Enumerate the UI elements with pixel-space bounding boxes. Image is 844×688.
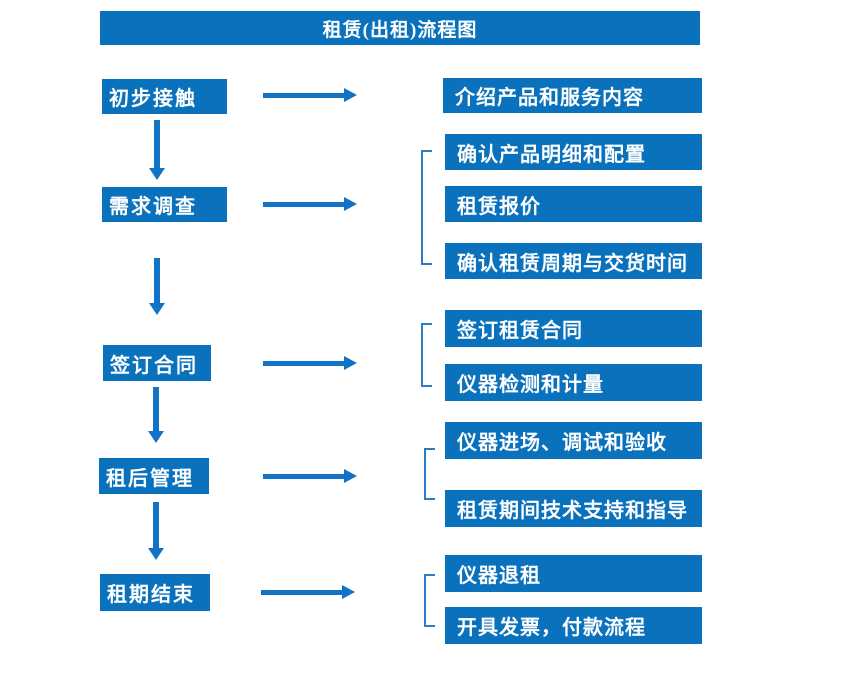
step-label: 签订合同	[110, 354, 198, 377]
arrow-head	[148, 548, 164, 560]
detail-label: 仪器进场、调试和验收	[457, 432, 667, 454]
arrow-head	[148, 431, 164, 443]
down-arrow-1	[149, 120, 165, 180]
detail-box-introduce-products: 介绍产品和服务内容	[443, 78, 702, 113]
arrow-stem	[153, 502, 159, 549]
arrow-stem	[263, 361, 346, 366]
step-box-rental-end: 租期结束	[100, 574, 210, 611]
group-bracket-sign-contract	[421, 323, 432, 387]
step-label: 需求调查	[109, 196, 197, 218]
detail-box-technical-support: 租赁期间技术支持和指导	[445, 490, 702, 527]
arrow-head	[342, 585, 355, 599]
detail-box-instrument-return: 仪器退租	[445, 555, 702, 592]
detail-label: 确认租赁周期与交货时间	[457, 252, 688, 275]
detail-label: 介绍产品和服务内容	[455, 87, 644, 109]
down-arrow-4	[148, 502, 164, 560]
detail-label: 开具发票，付款流程	[457, 617, 646, 639]
right-arrow-3	[263, 356, 357, 370]
detail-label: 确认产品明细和配置	[457, 143, 646, 166]
down-arrow-3	[148, 387, 164, 443]
arrow-head	[344, 197, 357, 211]
down-arrow-2	[149, 258, 165, 315]
right-arrow-2	[263, 197, 357, 211]
step-box-demand-survey: 需求调查	[102, 187, 227, 222]
detail-box-rental-quote: 租赁报价	[445, 186, 702, 222]
arrow-stem	[263, 474, 346, 479]
step-label: 初步接触	[109, 88, 197, 110]
detail-box-instrument-entry: 仪器进场、调试和验收	[445, 422, 702, 459]
arrow-stem	[154, 258, 160, 304]
step-label: 租期结束	[107, 584, 195, 606]
group-bracket-post-rental	[424, 448, 435, 500]
detail-label: 租赁期间技术支持和指导	[457, 500, 688, 522]
arrow-head	[149, 303, 165, 315]
group-bracket-rental-end	[424, 574, 435, 627]
detail-box-sign-rental-contract: 签订租赁合同	[445, 310, 702, 347]
arrow-head	[344, 88, 357, 102]
step-box-initial-contact: 初步接触	[102, 79, 227, 114]
step-box-sign-contract: 签订合同	[103, 345, 211, 381]
right-arrow-1	[263, 88, 357, 102]
arrow-stem	[154, 120, 160, 169]
step-box-post-rental-management: 租后管理	[99, 458, 209, 494]
group-bracket-demand-survey	[421, 150, 432, 265]
detail-label: 仪器检测和计量	[457, 374, 604, 396]
detail-label: 签订租赁合同	[457, 320, 583, 342]
title-bar: 租赁(出租)流程图	[100, 11, 700, 45]
arrow-head	[344, 469, 357, 483]
detail-box-instrument-testing: 仪器检测和计量	[445, 364, 702, 401]
detail-box-confirm-product-details: 确认产品明细和配置	[445, 134, 702, 170]
arrow-head	[344, 356, 357, 370]
arrow-stem	[261, 590, 344, 595]
detail-box-invoice-payment: 开具发票，付款流程	[445, 607, 702, 644]
arrow-stem	[263, 93, 346, 98]
step-label: 租后管理	[106, 467, 194, 490]
right-arrow-4	[263, 469, 357, 483]
detail-box-confirm-rental-cycle: 确认租赁周期与交货时间	[445, 243, 702, 279]
arrow-stem	[263, 202, 346, 207]
arrow-head	[149, 168, 165, 180]
detail-label: 租赁报价	[457, 195, 541, 218]
arrow-stem	[153, 387, 159, 432]
detail-label: 仪器退租	[457, 565, 541, 587]
right-arrow-5	[261, 585, 355, 599]
flowchart-title: 租赁(出租)流程图	[322, 19, 478, 41]
